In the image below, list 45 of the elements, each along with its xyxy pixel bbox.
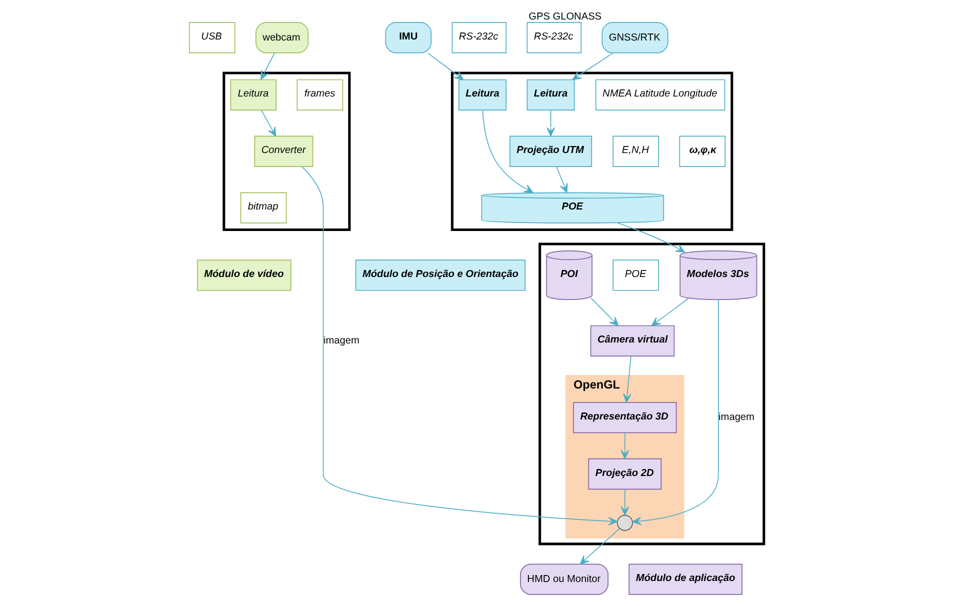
node-box: ω,φ,κ (679, 136, 726, 167)
arrow (617, 222, 685, 252)
cluster (222, 72, 351, 231)
arrow (260, 52, 275, 80)
edge-label: imagem (323, 336, 360, 347)
node-box: Leitura (458, 79, 507, 110)
node-box: NMEA Latitude Longitude (595, 79, 726, 110)
node-box: Leitura (230, 79, 277, 110)
node-box: Câmera virtual (590, 325, 675, 356)
node-box: E,N,H (612, 136, 659, 167)
node-box: Leitura (526, 79, 575, 110)
edge-label: imagem (718, 412, 754, 424)
node-box: Projeção 2D (588, 458, 662, 490)
arrow (632, 299, 719, 526)
node-box: HMD ou Monitor (520, 564, 608, 595)
node-box: USB (188, 22, 236, 54)
node-box: Representação 3D (573, 402, 677, 434)
arrow (260, 110, 276, 136)
arrow (620, 432, 630, 460)
node-box: IMU (385, 22, 432, 54)
arrow (301, 166, 618, 526)
arrow (546, 110, 555, 136)
arrow (482, 110, 534, 193)
arrow (427, 52, 464, 80)
node-box: RS-232c (526, 22, 582, 54)
arrow (590, 298, 619, 326)
node-box: bitmap (240, 192, 287, 224)
arrow (580, 528, 620, 564)
node-box: Módulo de Posição e Orientação (355, 260, 526, 291)
node-box: webcam (256, 22, 309, 54)
node-circle (616, 514, 633, 531)
node-box: Projeção UTM (509, 136, 592, 167)
node-box: Módulo de aplicação (628, 564, 742, 595)
arrow (620, 488, 630, 516)
arrow (556, 166, 568, 193)
node-box: Converter (254, 136, 314, 167)
node-box: POE (612, 260, 659, 291)
node-box: RS-232c (452, 22, 507, 54)
arrow (623, 356, 632, 403)
node-label: GPS GLONASS (528, 12, 602, 23)
node-box: frames (296, 79, 344, 110)
arrow (572, 52, 614, 80)
node-box: Módulo de vídeo (196, 260, 292, 291)
node-box: GNSS/RTK (602, 22, 668, 54)
arrow (651, 298, 689, 326)
